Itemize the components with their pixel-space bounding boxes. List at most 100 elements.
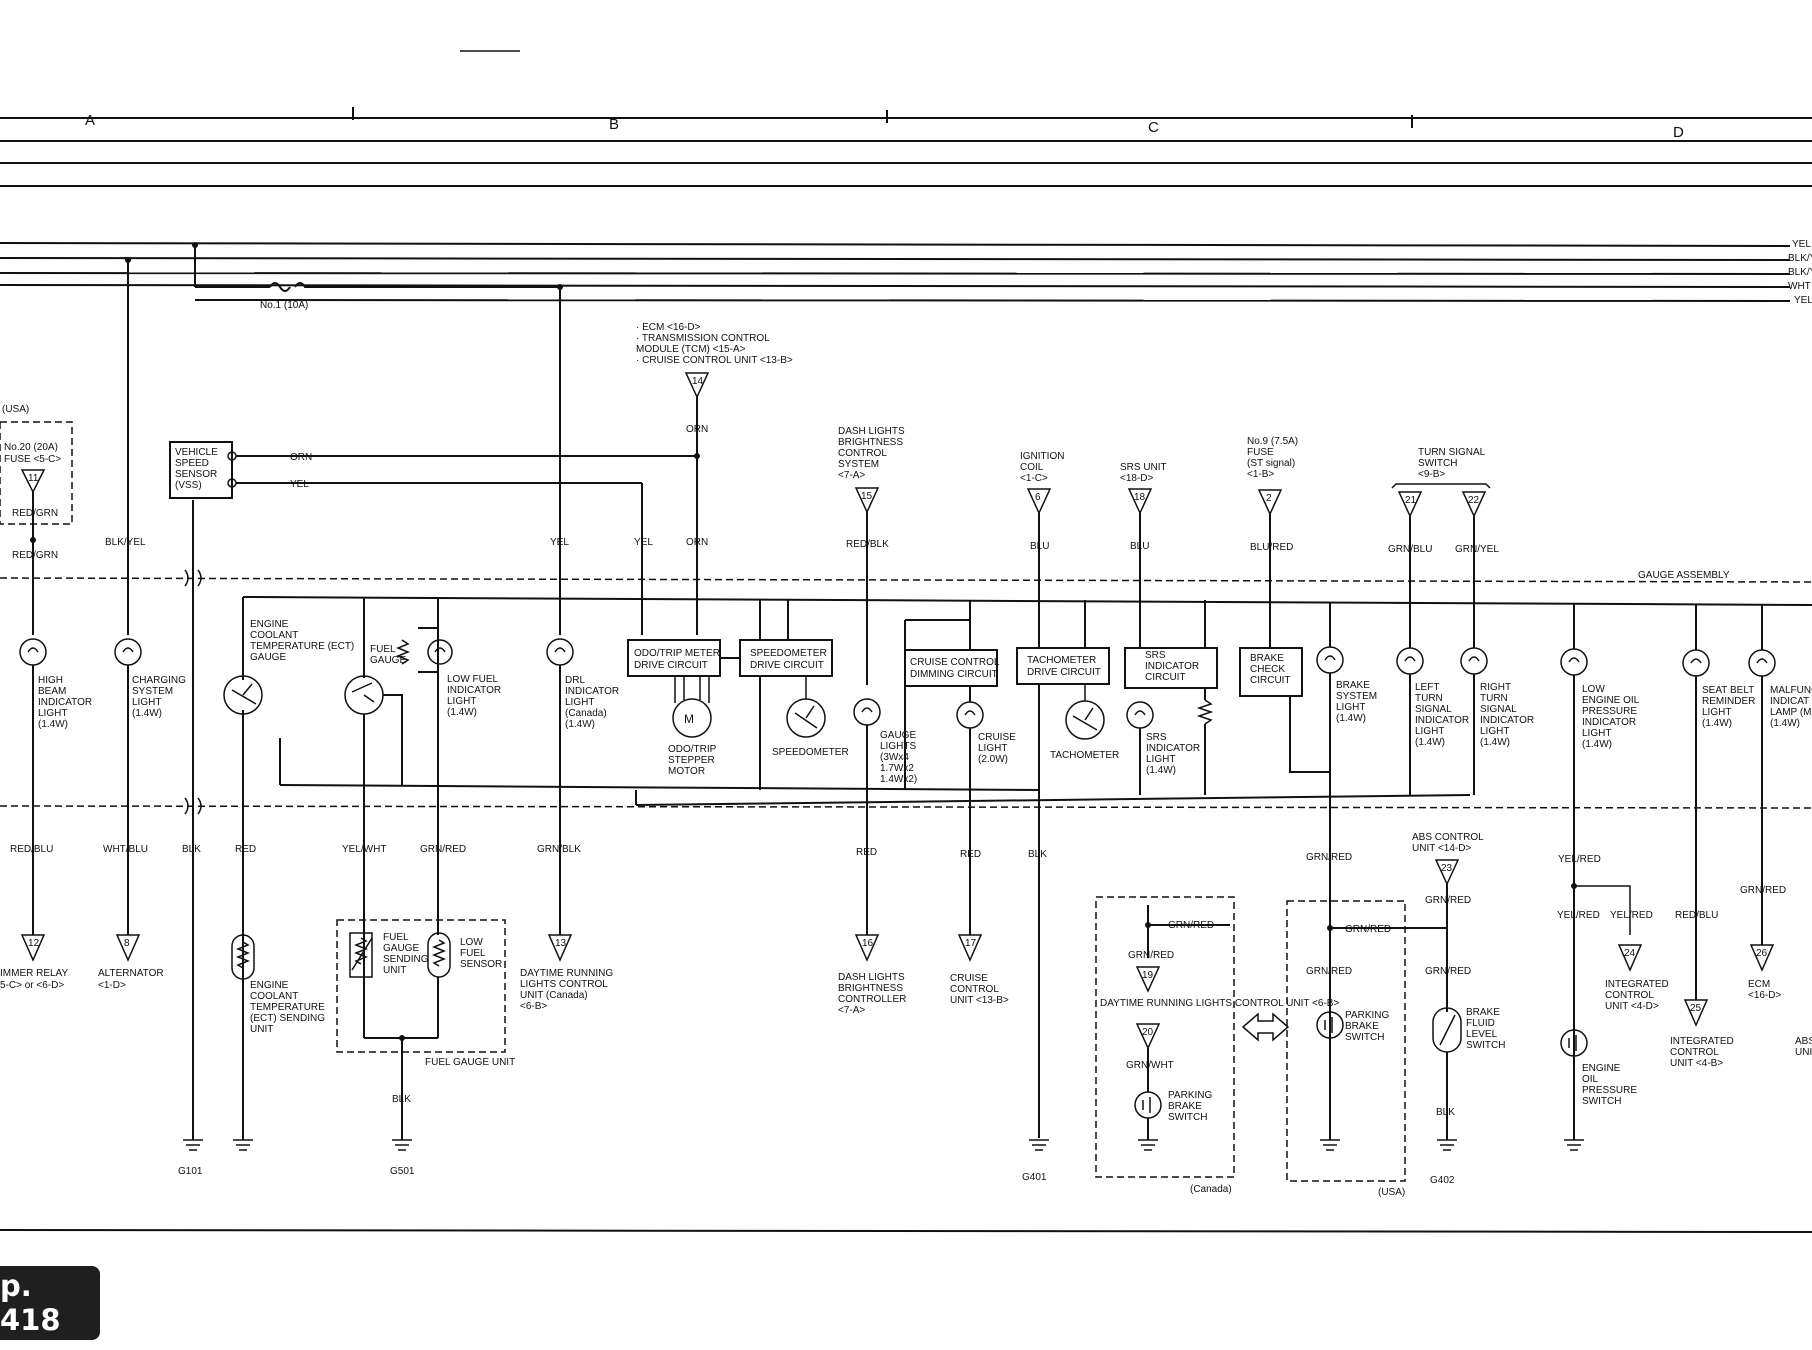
fuel-sender-1: FUEL [383, 932, 409, 943]
speedo-drive-2: DRIVE CIRCUIT [750, 660, 824, 671]
ect-gauge-3: TEMPERATURE (ECT) [250, 641, 354, 652]
dest-icu-b-3: UNIT <4-B> [1670, 1058, 1723, 1069]
wire-grn-red-usa2: GRN/RED [1306, 966, 1352, 977]
ect-gauge-1: ENGINE [250, 619, 289, 630]
charging-1: CHARGING [132, 675, 186, 686]
cruise-light-1: CRUISE [978, 732, 1016, 743]
srs-light-1: SRS [1146, 732, 1167, 743]
high-beam-2: BEAM [38, 686, 66, 697]
destinations: 12 IMMER RELAY 5-C> or <6-D> 8 ALTERNATO… [0, 885, 1812, 1069]
tach-drive-2: DRIVE CIRCUIT [1027, 667, 1101, 678]
feed-wires [127, 260, 561, 1140]
brake-fluid-3: LEVEL [1466, 1029, 1498, 1040]
tach-drive-1: TACHOMETER [1027, 655, 1096, 666]
srs-ind-3: CIRCUIT [1145, 672, 1186, 683]
drl-unit-label: DAYTIME RUNNING LIGHTS CONTROL UNIT <6-B… [1100, 998, 1339, 1009]
odo-motor-1: ODO/TRIP [668, 744, 717, 755]
ect-gauge: ENGINE COOLANT TEMPERATURE (ECT) GAUGE [223, 619, 354, 1140]
dash-ref-2: BRIGHTNESS [838, 437, 903, 448]
ect-sender-5: UNIT [250, 1024, 273, 1035]
wire-grn-red-can: GRN/RED [1168, 920, 1214, 931]
vss-line-2: SPEED [175, 458, 209, 469]
left-turn-5: LIGHT [1415, 726, 1444, 737]
wire-red-grn-2: RED/GRN [12, 550, 58, 561]
fuse-no20-ref: FUSE <5-C> [4, 454, 61, 465]
connector-24: 24 [1624, 948, 1636, 959]
wire-grn-red-abs2: GRN/RED [1425, 966, 1471, 977]
srs-light-2: INDICATOR [1146, 743, 1200, 754]
mil-3: LAMP (MI [1770, 707, 1812, 718]
left-turn-4: INDICATOR [1415, 715, 1469, 726]
dest-alt-1: ALTERNATOR [98, 968, 164, 979]
wire-red-grn-1: RED/GRN [12, 508, 58, 519]
column-d-lamps: LOW ENGINE OIL PRESSURE INDICATOR LIGHT … [1560, 604, 1812, 1140]
right-turn-2: TURN [1480, 693, 1508, 704]
ect-sender-2: COOLANT [250, 991, 298, 1002]
drl-4: (Canada) [565, 708, 607, 719]
dest-dimmer-1: IMMER RELAY [0, 968, 68, 979]
wire-grn-red-abs: GRN/RED [1425, 895, 1471, 906]
dest-alt-2: <1-D> [98, 980, 126, 991]
upper-wire-labels: BLK/YEL YEL YEL ORN RED/BLK BLU BLU BLU/… [105, 537, 1499, 555]
wire-yel-b2: YEL [634, 537, 653, 548]
brake-fluid-2: FLUID [1466, 1018, 1495, 1029]
wire-red-blu-a: RED/BLU [10, 844, 53, 855]
fuel-gauge-1: FUEL [370, 644, 396, 655]
top-bus-wires: YEL BLK/YEL BLK/YEL WHT YEL No.1 (10A) [0, 239, 1812, 311]
wire-grn-red-c: GRN/RED [1306, 852, 1352, 863]
ect-sender-3: TEMPERATURE [250, 1002, 325, 1013]
grounds: G101 G501 G401 G402 [178, 1139, 1584, 1186]
wire-blk-a: BLK [182, 844, 201, 855]
dest-ecm-1: ECM [1748, 979, 1770, 990]
dash-ref-4: SYSTEM [838, 459, 879, 470]
brake-sys-2: SYSTEM [1336, 691, 1377, 702]
cruise-dim-2: DIMMING CIRCUIT [910, 669, 998, 680]
high-beam-indicator: HIGH BEAM INDICATOR LIGHT (1.4W) [19, 638, 92, 935]
connector-26: 26 [1756, 948, 1768, 959]
charging-4: (1.4W) [132, 708, 162, 719]
ground-g101: G101 [178, 1166, 203, 1177]
srs-ind-1: SRS [1145, 650, 1166, 661]
parking-brake-usa-3: SWITCH [1345, 1032, 1384, 1043]
left-turn-2: TURN [1415, 693, 1443, 704]
brake-fluid-4: SWITCH [1466, 1040, 1505, 1051]
wire-yel-b1: YEL [550, 537, 569, 548]
fuse-no9-3: (ST signal) [1247, 458, 1295, 469]
ect-sender-1: ENGINE [250, 980, 289, 991]
srs-ref-2: <18-D> [1120, 473, 1154, 484]
odo-2: DRIVE CIRCUIT [634, 660, 708, 671]
dest-drl-3: UNIT (Canada) [520, 990, 588, 1001]
mil-1: MALFUNC [1770, 685, 1812, 696]
wire-yel-red-d2: YEL/RED [1557, 910, 1600, 921]
wire-wht-blu: WHT/BLU [103, 844, 148, 855]
high-beam-3: INDICATOR [38, 697, 92, 708]
charging-2: SYSTEM [132, 686, 173, 697]
gauge-lights-1: GAUGE [880, 730, 916, 741]
brake-check-2: CHECK [1250, 664, 1285, 675]
srs-ref-1: SRS UNIT [1120, 462, 1167, 473]
seat-belt-1: SEAT BELT [1702, 685, 1754, 696]
connector-6: 6 [1035, 492, 1041, 503]
low-oil-5: LIGHT [1582, 728, 1611, 739]
parking-brake-usa-1: PARKING [1345, 1010, 1389, 1021]
tachometer-label: TACHOMETER [1050, 750, 1119, 761]
wire-blk-yel: BLK/YEL [105, 537, 146, 548]
wire-blk-fuel: BLK [392, 1094, 411, 1105]
ect-gauge-2: COOLANT [250, 630, 298, 641]
low-fuel-2: INDICATOR [447, 685, 501, 696]
lower-wire-labels: RED/BLU WHT/BLU BLK RED YEL/WHT GRN/RED … [10, 844, 1786, 896]
srs-ind-2: INDICATOR [1145, 661, 1199, 672]
ecm-ref-1: · ECM <16-D> [636, 322, 701, 333]
fuse-no20-label: No.20 (20A) [4, 442, 58, 453]
ign-ref-1: IGNITION [1020, 451, 1064, 462]
wire-yel-red-d: YEL/RED [1558, 854, 1601, 865]
dest-abs-1: ABS [1795, 1036, 1812, 1047]
fuel-sender-3: SENDING [383, 954, 429, 965]
dest-cruise-2: CONTROL [950, 984, 999, 995]
odo-motor-3: MOTOR [668, 766, 705, 777]
connector-16: 16 [862, 938, 874, 949]
wire-grn-yel: GRN/YEL [1455, 544, 1499, 555]
column-a-label: A [85, 112, 95, 129]
brake-fluid-switch: ABS CONTROL UNIT <14-D> 23 GRN/RED GRN/R… [1412, 832, 1505, 1140]
